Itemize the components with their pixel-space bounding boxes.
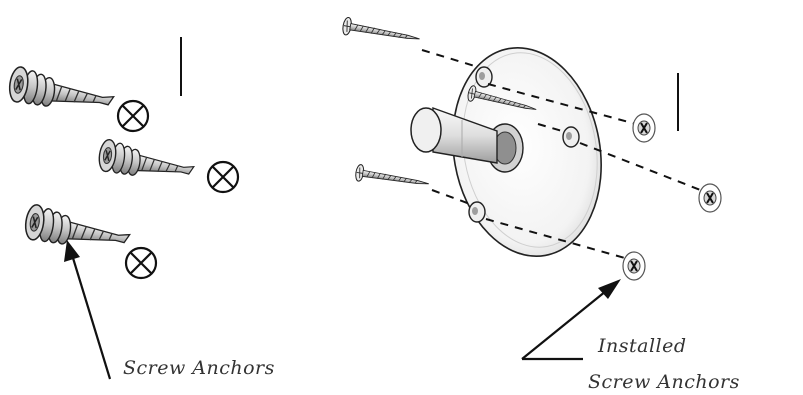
label-installed: Installed (597, 335, 687, 357)
hole-marker-icon (126, 248, 156, 278)
label-installed-screw-anchors: Screw Anchors (588, 371, 740, 393)
label-screw-anchors: Screw Anchors (123, 357, 275, 379)
wall-anchor-icon (8, 66, 116, 115)
installed-anchor-icon (633, 114, 655, 142)
installed-anchor-icon (623, 252, 645, 280)
screw-anchor-group (8, 66, 196, 253)
hole-marker-icon (118, 101, 148, 131)
installed-anchor-icon (699, 184, 721, 212)
hole-markers (118, 101, 238, 278)
wall-anchor-icon (97, 139, 196, 184)
hole-marker-icon (208, 162, 238, 192)
screw-icon (355, 164, 430, 192)
wall-anchor-icon (24, 204, 132, 253)
screw-icon (342, 17, 421, 48)
callout-arrow (64, 240, 110, 379)
installed-anchor-group (623, 114, 721, 280)
